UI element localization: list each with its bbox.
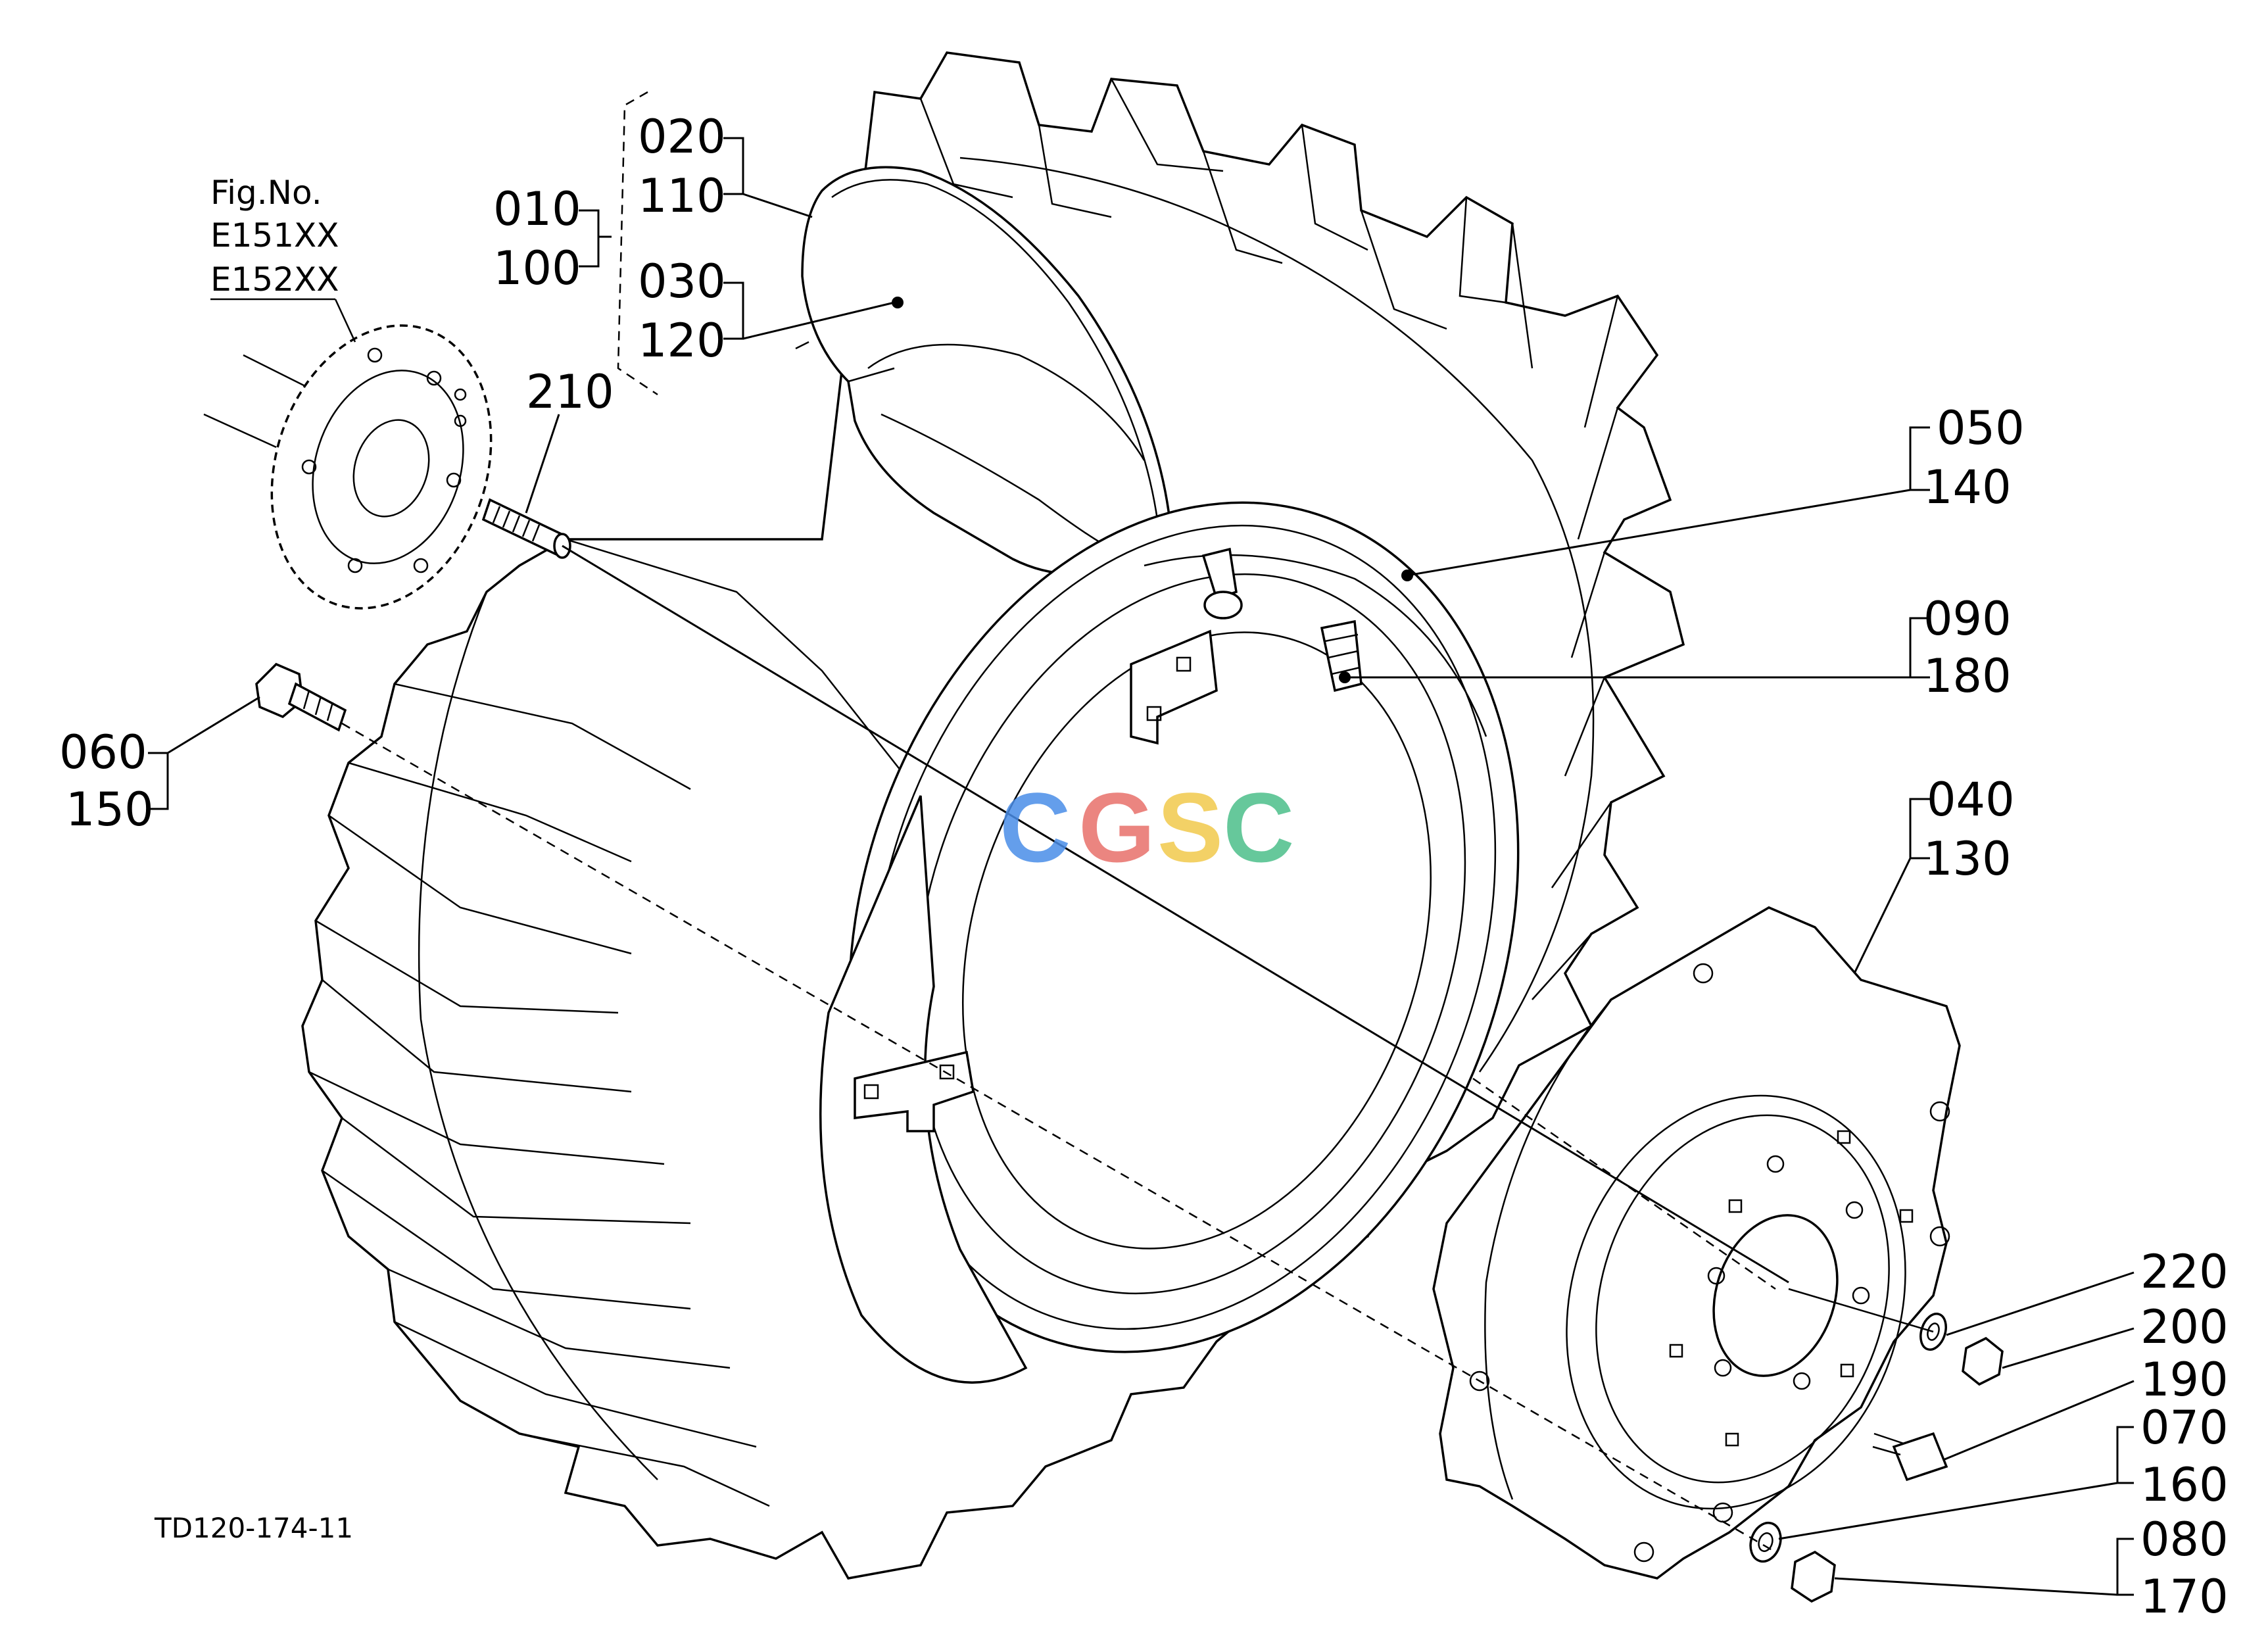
watermark-letter: G — [1078, 772, 1155, 883]
watermark-letter: C — [1223, 772, 1294, 883]
watermark-letter: C — [1000, 772, 1071, 883]
label-160: 160 — [2140, 1458, 2229, 1512]
watermark-letter: S — [1157, 772, 1223, 883]
label-100: 100 — [493, 241, 581, 295]
label-030: 030 — [638, 255, 726, 308]
label-010: 010 — [493, 182, 581, 236]
label-170: 170 — [2140, 1570, 2229, 1624]
part-labels: 010 100 020 110 030 120 210 050 140 090 … — [59, 110, 2229, 1624]
label-080: 080 — [2140, 1513, 2229, 1566]
figure-reference: Fig.No. E151XX E152XX — [210, 174, 356, 343]
label-200: 200 — [2140, 1300, 2229, 1354]
label-070: 070 — [2140, 1401, 2229, 1455]
stud-bolt — [481, 498, 571, 559]
fig-no-label: Fig.No. — [210, 174, 322, 212]
label-130: 130 — [1923, 832, 2012, 886]
drawing-code: TD120-174-11 — [154, 1512, 353, 1544]
label-190: 190 — [2140, 1353, 2229, 1407]
label-210: 210 — [526, 365, 614, 419]
hex-bolt — [255, 662, 347, 732]
assembly-lines — [341, 545, 1934, 1553]
wheel-rim — [819, 501, 1520, 1384]
label-150: 150 — [66, 783, 154, 837]
watermark: C G S C — [1000, 772, 1294, 883]
label-140: 140 — [1923, 460, 2012, 514]
callout-leaders — [148, 91, 2135, 1596]
label-110: 110 — [638, 169, 726, 223]
label-050: 050 — [1937, 401, 2025, 455]
fig-ref-line-1: E151XX — [210, 216, 339, 255]
label-020: 020 — [638, 110, 726, 164]
label-040: 040 — [1927, 773, 2015, 827]
axle-flange — [203, 324, 493, 610]
label-220: 220 — [2140, 1245, 2229, 1299]
label-180: 180 — [1923, 649, 2012, 703]
label-060: 060 — [59, 725, 147, 779]
label-090: 090 — [1923, 592, 2012, 646]
fig-ref-line-2: E152XX — [210, 260, 339, 299]
label-120: 120 — [638, 314, 726, 368]
